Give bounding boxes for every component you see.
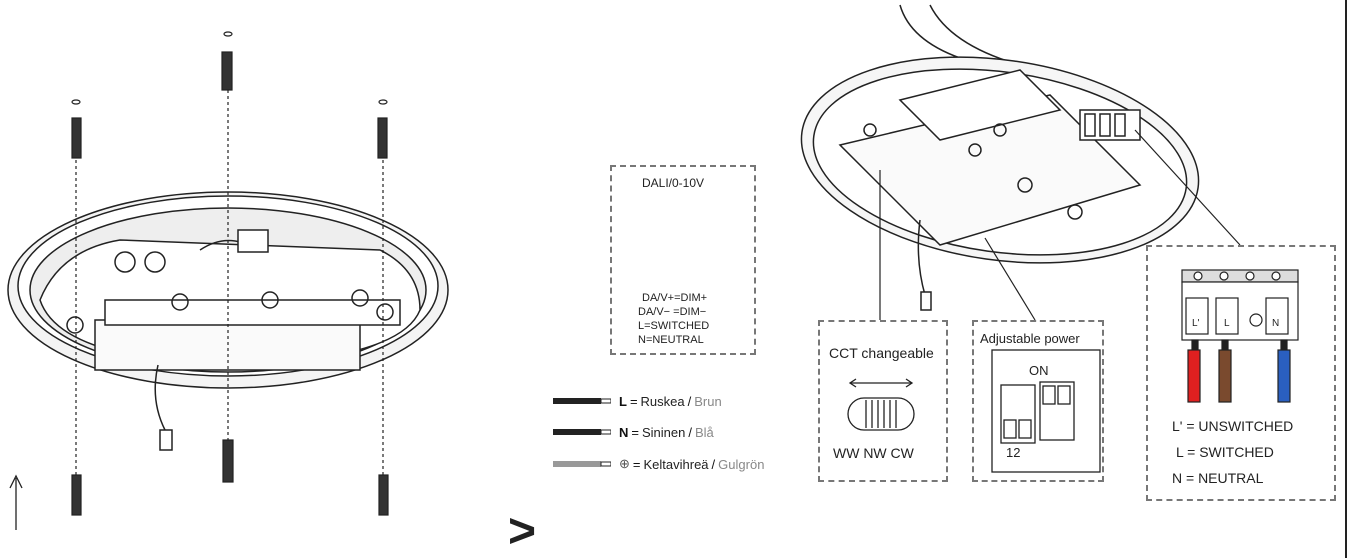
- terminal-label-l: L: [1224, 318, 1230, 329]
- legend-row-earth: ⊕ = Keltavihreä / Gulgrön: [553, 456, 764, 472]
- legend-sep: /: [711, 456, 716, 472]
- dali-box: DALI/0-10V DA/V+=DIM+ DA/V− =DIM− L=SWIT…: [610, 165, 756, 355]
- legend-eq: =: [629, 393, 638, 409]
- blue-wire-icon: [553, 429, 611, 435]
- cct-title: CCT changeable: [829, 345, 934, 361]
- step-arrow: >: [508, 505, 537, 558]
- dali-box-header: DALI/0-10V: [642, 176, 705, 190]
- terminal-label-n: N: [1272, 318, 1280, 329]
- legend-sep: /: [687, 393, 692, 409]
- earth-wire-icon: [553, 461, 611, 467]
- up-arrow-icon: [9, 474, 23, 530]
- legend-label: Keltavihreä: [643, 456, 709, 472]
- terminal-box: L' L N L' = UNSWITCHED L = SWITCHED N = …: [1146, 245, 1336, 501]
- legend-eq: =: [631, 424, 639, 440]
- legend-row-n: N = Sininen / Blå: [553, 424, 714, 440]
- dali-line-1: DA/V+=DIM+: [642, 292, 708, 304]
- legend-row-l: L = Ruskea / Brun: [553, 393, 722, 409]
- mains-terminal-block: [1181, 269, 1299, 403]
- legend-letter: N: [619, 424, 629, 440]
- screw-set: [71, 31, 389, 516]
- legend-alt: Gulgrön: [718, 456, 765, 472]
- terminal-line-1: L' = UNSWITCHED: [1172, 418, 1294, 434]
- legend-letter: L: [619, 393, 627, 409]
- cct-switch-icon: [847, 378, 915, 431]
- dali-line-2: DA/V− =DIM−: [638, 306, 707, 318]
- fixture-open-view: [800, 4, 1200, 311]
- legend-alt: Brun: [694, 393, 722, 409]
- cct-labels: WW NW CW: [833, 445, 914, 461]
- legend-sep: /: [688, 424, 692, 440]
- brown-wire-icon: [553, 398, 611, 404]
- legend-eq: =: [632, 456, 641, 472]
- terminal-label-lprime: L': [1192, 318, 1200, 329]
- leader-lines: [879, 129, 1241, 321]
- legend-label: Sininen: [641, 424, 686, 440]
- power-nums: 12: [1006, 445, 1021, 460]
- power-box: Adjustable power ON 12: [972, 320, 1104, 482]
- legend-label: Ruskea: [640, 393, 685, 409]
- terminal-line-2: L = SWITCHED: [1176, 444, 1274, 460]
- dali-line-4: N=NEUTRAL: [638, 334, 704, 346]
- cct-box: CCT changeable WW NW CW: [818, 320, 948, 482]
- power-title: Adjustable power: [980, 331, 1080, 346]
- dip-switch-icon: [991, 349, 1101, 473]
- legend-alt: Blå: [694, 424, 714, 440]
- power-on-label: ON: [1029, 363, 1049, 378]
- dali-line-3: L=SWITCHED: [638, 320, 710, 332]
- earth-symbol-icon: ⊕: [619, 456, 630, 471]
- terminal-line-3: N = NEUTRAL: [1172, 470, 1264, 486]
